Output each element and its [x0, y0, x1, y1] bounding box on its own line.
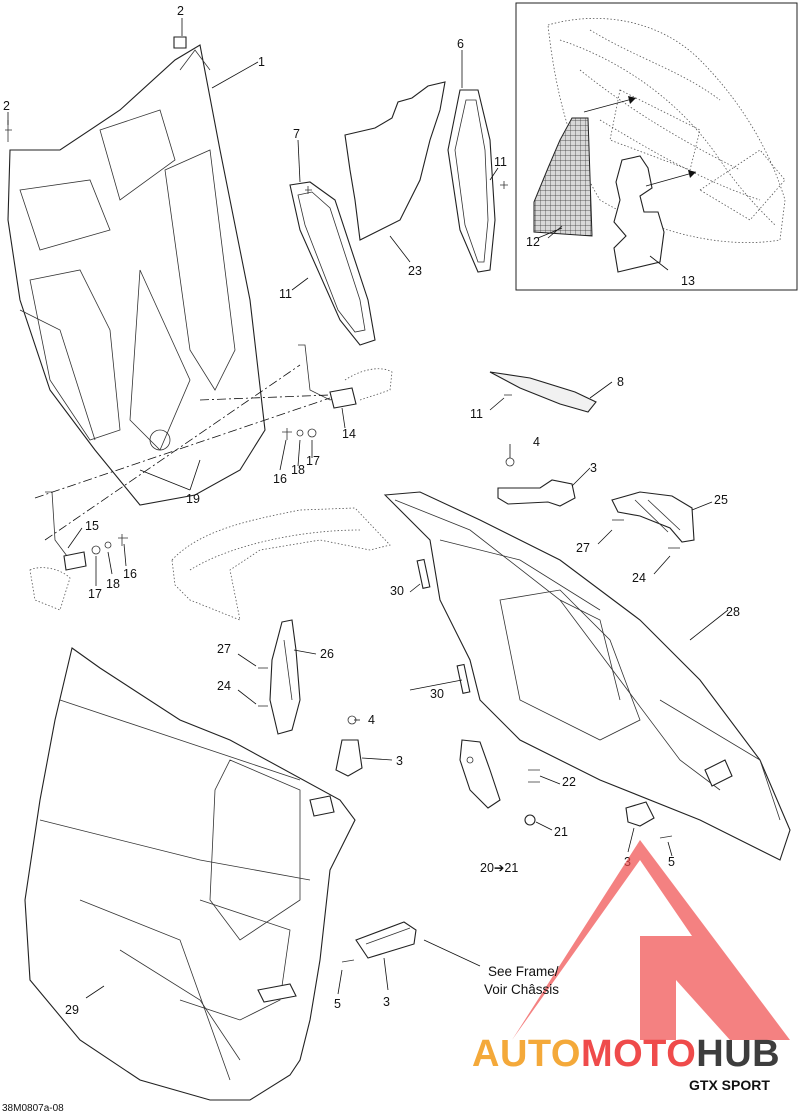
frame-dotted-outline: [171, 507, 391, 621]
label-5a: 5: [668, 855, 675, 869]
watermark-text: AUTOMOTOHUB: [472, 1033, 780, 1075]
label-3d: 3: [383, 995, 390, 1009]
part-28-side-panel: [383, 491, 791, 861]
label-26: 26: [320, 647, 334, 661]
label-4b: 4: [368, 713, 375, 727]
part-21-nut: [524, 814, 536, 826]
watermark-moto: MOTO: [581, 1033, 696, 1075]
label-21: 21: [554, 825, 568, 839]
label-2b: 2: [3, 99, 10, 113]
label-14: 14: [342, 427, 356, 441]
reference-note-line2: Voir Châssis: [484, 982, 559, 997]
reference-note-line1: See Frame/: [488, 964, 559, 979]
leader-lines: [7, 18, 729, 999]
part-25-trim: [611, 491, 695, 543]
label-19: 19: [186, 492, 200, 506]
label-8: 8: [617, 375, 624, 389]
label-29: 29: [65, 1003, 79, 1017]
part-14-bracket: [298, 344, 393, 409]
label-3a: 3: [590, 461, 597, 475]
part-3-handle-lower: [355, 921, 417, 959]
label-13: 13: [681, 274, 695, 288]
label-16b: 16: [123, 567, 137, 581]
watermark-hub: HUB: [696, 1033, 780, 1075]
diagram-code: 38M0807a-08: [2, 1103, 64, 1114]
part-1-upper-panel: [5, 36, 266, 506]
label-25: 25: [714, 493, 728, 507]
part-7-vent-trim: [289, 181, 376, 346]
part-12-foam-block: [533, 117, 593, 237]
label-17b: 17: [88, 587, 102, 601]
part-13-foam-piece: [613, 155, 665, 273]
watermark-auto: AUTO: [472, 1033, 581, 1075]
part-8-deflector: [489, 371, 597, 413]
label-27a: 27: [576, 541, 590, 555]
watermark-logo: [512, 840, 790, 1040]
label-30a: 30: [390, 584, 404, 598]
label-24b: 24: [217, 679, 231, 693]
part-15-bracket: [29, 491, 87, 611]
label-5b: 5: [334, 997, 341, 1011]
label-23: 23: [408, 264, 422, 278]
label-30b: 30: [430, 687, 444, 701]
part-3-handle-right: [625, 801, 655, 827]
part-30-grommet: [416, 558, 471, 694]
inset-detail: [515, 2, 798, 291]
part-3-handle-upper: [497, 457, 576, 507]
label-16a: 16: [273, 472, 287, 486]
label-15: 15: [85, 519, 99, 533]
label-11c: 11: [470, 407, 483, 421]
model-name: GTX SPORT: [689, 1077, 770, 1093]
label-6: 6: [457, 37, 464, 51]
label-1: 1: [258, 55, 265, 69]
label-27b: 27: [217, 642, 231, 656]
label-4a: 4: [533, 435, 540, 449]
label-2a: 2: [177, 4, 184, 18]
label-28: 28: [726, 605, 740, 619]
label-20-21: 20➔21: [480, 861, 518, 875]
label-17a: 17: [306, 454, 320, 468]
label-12: 12: [526, 235, 540, 249]
label-18b: 18: [106, 577, 120, 591]
label-24a: 24: [632, 571, 646, 585]
label-7: 7: [293, 127, 300, 141]
label-22: 22: [562, 775, 576, 789]
part-3-handle-mid: [335, 715, 363, 777]
part-labels: 2 1 2 7 6 11 11 23 12 13 8 11 4 3 25 27 …: [3, 4, 740, 1017]
label-11a: 11: [494, 155, 507, 169]
part-26-trim: [269, 619, 301, 735]
fasteners: [91, 181, 680, 963]
part-6-vent-trim: [447, 89, 496, 273]
part-23-foam: [344, 81, 446, 241]
label-3b: 3: [396, 754, 403, 768]
label-11b: 11: [279, 287, 292, 301]
label-18a: 18: [291, 463, 305, 477]
part-20-bracket: [459, 739, 501, 809]
part-29-lower-panel: [24, 647, 356, 1101]
